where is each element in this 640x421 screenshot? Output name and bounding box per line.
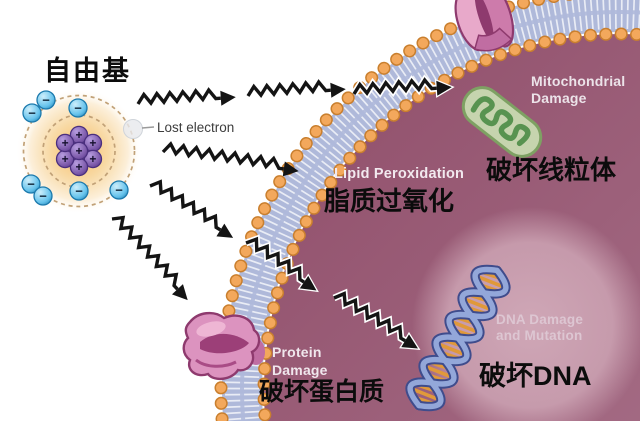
proton-symbol: + [75, 144, 82, 158]
mitochondrial-damage-line1: Mitochondrial [531, 73, 626, 89]
lipid-peroxidation-label-zh: 脂质过氧化 [324, 186, 455, 216]
proton-symbol: + [75, 128, 82, 142]
free-radical-arrows [111, 74, 455, 350]
mitochondrial-damage-label-en: Mitochondrial Damage [531, 73, 625, 107]
radical-arrow [161, 141, 299, 177]
cell-nucleus [412, 207, 640, 421]
dna-damage-line1: DNA Damage [496, 312, 584, 327]
electron [33, 186, 53, 206]
mitochondrial-damage-line2: Damage [531, 90, 587, 106]
free-radical-atom: + + + + + + + − − − − − − [16, 88, 155, 214]
radical-arrow [351, 74, 455, 99]
electron [68, 98, 88, 118]
electron [109, 180, 129, 200]
lost-electron-leader-line [141, 126, 155, 129]
atom-nucleus: + + + + + + + [55, 125, 103, 177]
radical-arrow [246, 79, 346, 98]
dna-damage-label-en: DNA Damage and Mutation [496, 312, 583, 344]
electron [69, 181, 89, 201]
cell-membrane [214, 0, 640, 421]
dna-strands [405, 264, 511, 412]
radical-arrow [332, 288, 421, 350]
electron [22, 103, 42, 123]
radical-arrow [149, 179, 234, 238]
ion-channel-icon [454, 0, 515, 52]
electron-symbol: − [39, 189, 47, 204]
mitochondrial-damage-label-zh: 破坏线粒体 [486, 155, 617, 185]
proton-symbol: + [62, 152, 69, 166]
electron-orbit-outer [22, 94, 136, 208]
dna-damage-line2: and Mutation [496, 328, 583, 343]
radical-arrow [244, 234, 319, 293]
dna-helix-icon [405, 264, 511, 412]
proton-symbol: + [62, 136, 69, 150]
electron-symbol: − [28, 106, 36, 121]
electron-symbol: − [42, 93, 50, 108]
mitochondria-icon [461, 86, 543, 158]
radical-arrow [136, 87, 236, 106]
electron [21, 174, 41, 194]
membrane-protein-icon [182, 311, 265, 381]
dna-damage-label-zh: 破坏DNA [479, 361, 592, 391]
membrane-outer-beads [216, 0, 565, 421]
proton-symbol: + [89, 152, 96, 166]
membrane-inner-beads [259, 29, 640, 421]
free-radical-label: 自由基 [44, 56, 131, 86]
lipid-peroxidation-label-en: Lipid Peroxidation [334, 166, 465, 182]
protein-damage-line1: Protein [272, 344, 322, 360]
protein-damage-line2: Damage [272, 362, 328, 378]
proton-symbol: + [75, 160, 82, 174]
protein-damage-label-en: Protein Damage [272, 343, 328, 379]
electron-symbol: − [74, 101, 82, 116]
lost-electron-ghost [123, 119, 143, 139]
electron-symbol: − [115, 183, 123, 198]
protein-damage-label-zh: 破坏蛋白质 [259, 378, 385, 406]
proton-symbol: + [89, 136, 96, 150]
radical-arrow [111, 215, 188, 301]
electron [36, 90, 56, 110]
electron-symbol: − [75, 184, 83, 199]
membrane-midline [240, 10, 640, 421]
electron-symbol: − [27, 177, 35, 192]
lost-electron-label: Lost electron [157, 120, 235, 135]
electrons: − − − − − − − [21, 90, 129, 206]
cell [182, 0, 640, 421]
